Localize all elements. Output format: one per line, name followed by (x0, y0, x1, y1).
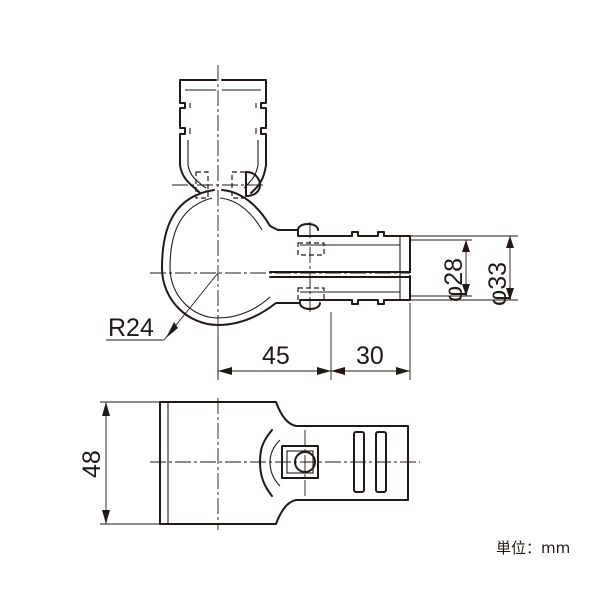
clamp-circle-body (161, 189, 301, 326)
horizontal-bolt-lower (297, 287, 325, 301)
width-label: 48 (78, 450, 106, 478)
inner-diameter-label: φ28 (440, 258, 468, 302)
length-b-label: 30 (356, 342, 384, 370)
horizontal-tube-upper-half (277, 229, 411, 273)
unit-note: 単位：mm (496, 539, 571, 557)
vertical-tube-right-half (221, 79, 267, 194)
horizontal-tube-lower-half (299, 275, 411, 305)
vertical-tube-left-half (179, 79, 217, 194)
horizontal-bolt-upper (297, 242, 325, 256)
outer-diameter-label: φ33 (484, 262, 512, 306)
front-body-outline (159, 401, 409, 525)
length-a-label: 45 (262, 342, 290, 370)
radius-label: R24 (108, 314, 154, 342)
front-view: 48 (78, 398, 420, 530)
top-view: R24 45 30 φ28 φ33 (106, 65, 518, 380)
